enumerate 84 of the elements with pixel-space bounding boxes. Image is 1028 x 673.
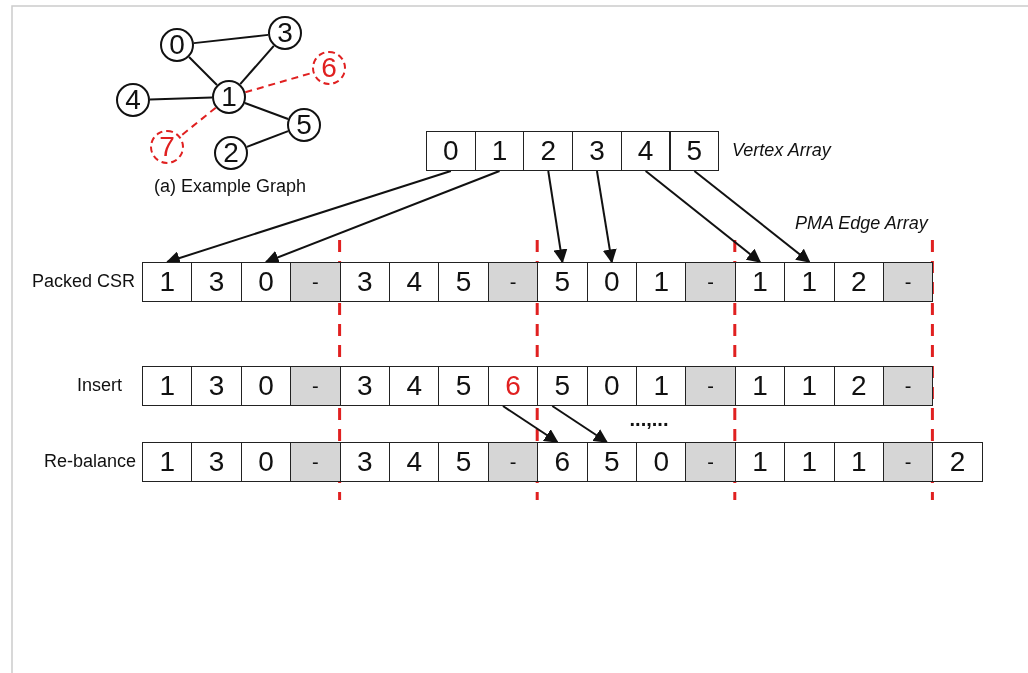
graph-vertex: 1	[212, 80, 246, 114]
array-cell: 1	[636, 366, 687, 406]
caption: (a) Example Graph	[153, 176, 307, 198]
empty-slot: -	[685, 442, 736, 482]
arrow	[644, 170, 762, 263]
array-cell: 1	[734, 442, 786, 482]
array-cell: 5	[537, 262, 588, 302]
array-cell: 4	[620, 131, 671, 171]
array-cell: 1	[784, 366, 835, 406]
empty-slot: -	[487, 442, 539, 482]
graph-vertex: 6	[312, 51, 346, 85]
arrow	[595, 170, 617, 264]
graph-vertex: 4	[116, 83, 150, 117]
array-cell: 1	[833, 442, 884, 482]
empty-slot: -	[290, 442, 341, 482]
array-cell: 4	[389, 442, 440, 482]
graph-vertex: 7	[150, 130, 184, 164]
empty-slot: -	[685, 262, 736, 302]
array-cell: 3	[191, 262, 242, 302]
array-cell: 4	[389, 262, 440, 302]
graph-edge	[239, 44, 275, 86]
empty-slot: -	[883, 366, 934, 406]
ellipsis-note: ...,...	[629, 408, 669, 431]
array-cell: 0	[426, 131, 476, 171]
array-cell: 1	[784, 262, 835, 302]
array-cell: 2	[932, 442, 983, 482]
array-cell: 3	[191, 442, 242, 482]
graph-vertex: 2	[214, 136, 248, 170]
array-cell: 1	[474, 131, 525, 171]
array-cell: 1	[142, 262, 193, 302]
graph-edge	[192, 33, 270, 45]
array-cell: 5	[438, 366, 489, 406]
array-cell: 5	[438, 442, 489, 482]
graph-vertex: 0	[160, 28, 194, 62]
arrow	[501, 405, 559, 443]
array-cell: 6	[537, 442, 588, 482]
array-cell: 0	[636, 442, 687, 482]
array-title: PMA Edge Array	[795, 213, 928, 235]
array-cell: 0	[240, 442, 292, 482]
array-cell: 2	[523, 131, 574, 171]
empty-slot: -	[487, 262, 539, 302]
array-cell: 1	[142, 366, 193, 406]
array-cell: 1	[142, 442, 193, 482]
array-cell: 5	[537, 366, 588, 406]
arrow	[693, 170, 811, 263]
row-label: Re-balance	[43, 451, 136, 473]
array-cell: 3	[339, 366, 390, 406]
graph-edge	[243, 101, 290, 121]
array-cell: 3	[572, 131, 622, 171]
array-cell: 0	[240, 366, 292, 406]
array-cell: 5	[438, 262, 489, 302]
row-label: Insert	[76, 375, 122, 397]
empty-slot: -	[685, 366, 736, 406]
graph-edge	[179, 106, 217, 138]
array-cell: 2	[833, 262, 884, 302]
array-cell: 0	[586, 366, 637, 406]
array-cell: 3	[191, 366, 242, 406]
array-cell: 0	[240, 262, 292, 302]
graph-edge	[188, 56, 218, 86]
graph-vertex: 5	[287, 108, 321, 142]
empty-slot: -	[290, 262, 341, 302]
graph-edge	[245, 130, 290, 148]
array-cell: 5	[669, 131, 720, 171]
row-label: Packed CSR	[31, 271, 135, 293]
array-cell: 2	[833, 366, 884, 406]
arrow	[551, 405, 608, 443]
array-cell: 4	[389, 366, 440, 406]
array-cell: 3	[339, 442, 390, 482]
array-title: Vertex Array	[732, 140, 831, 162]
empty-slot: -	[883, 262, 934, 302]
array-cell: 6	[487, 366, 539, 406]
arrow	[264, 170, 501, 264]
empty-slot: -	[290, 366, 341, 406]
array-cell: 5	[586, 442, 637, 482]
array-cell: 1	[784, 442, 835, 482]
graph-edge	[149, 96, 213, 101]
empty-slot: -	[883, 442, 934, 482]
array-cell: 3	[339, 262, 390, 302]
array-cell: 1	[734, 262, 786, 302]
array-cell: 1	[636, 262, 687, 302]
arrow	[547, 170, 568, 264]
graph-vertex: 3	[268, 16, 302, 50]
array-cell: 0	[586, 262, 637, 302]
array-cell: 1	[734, 366, 786, 406]
